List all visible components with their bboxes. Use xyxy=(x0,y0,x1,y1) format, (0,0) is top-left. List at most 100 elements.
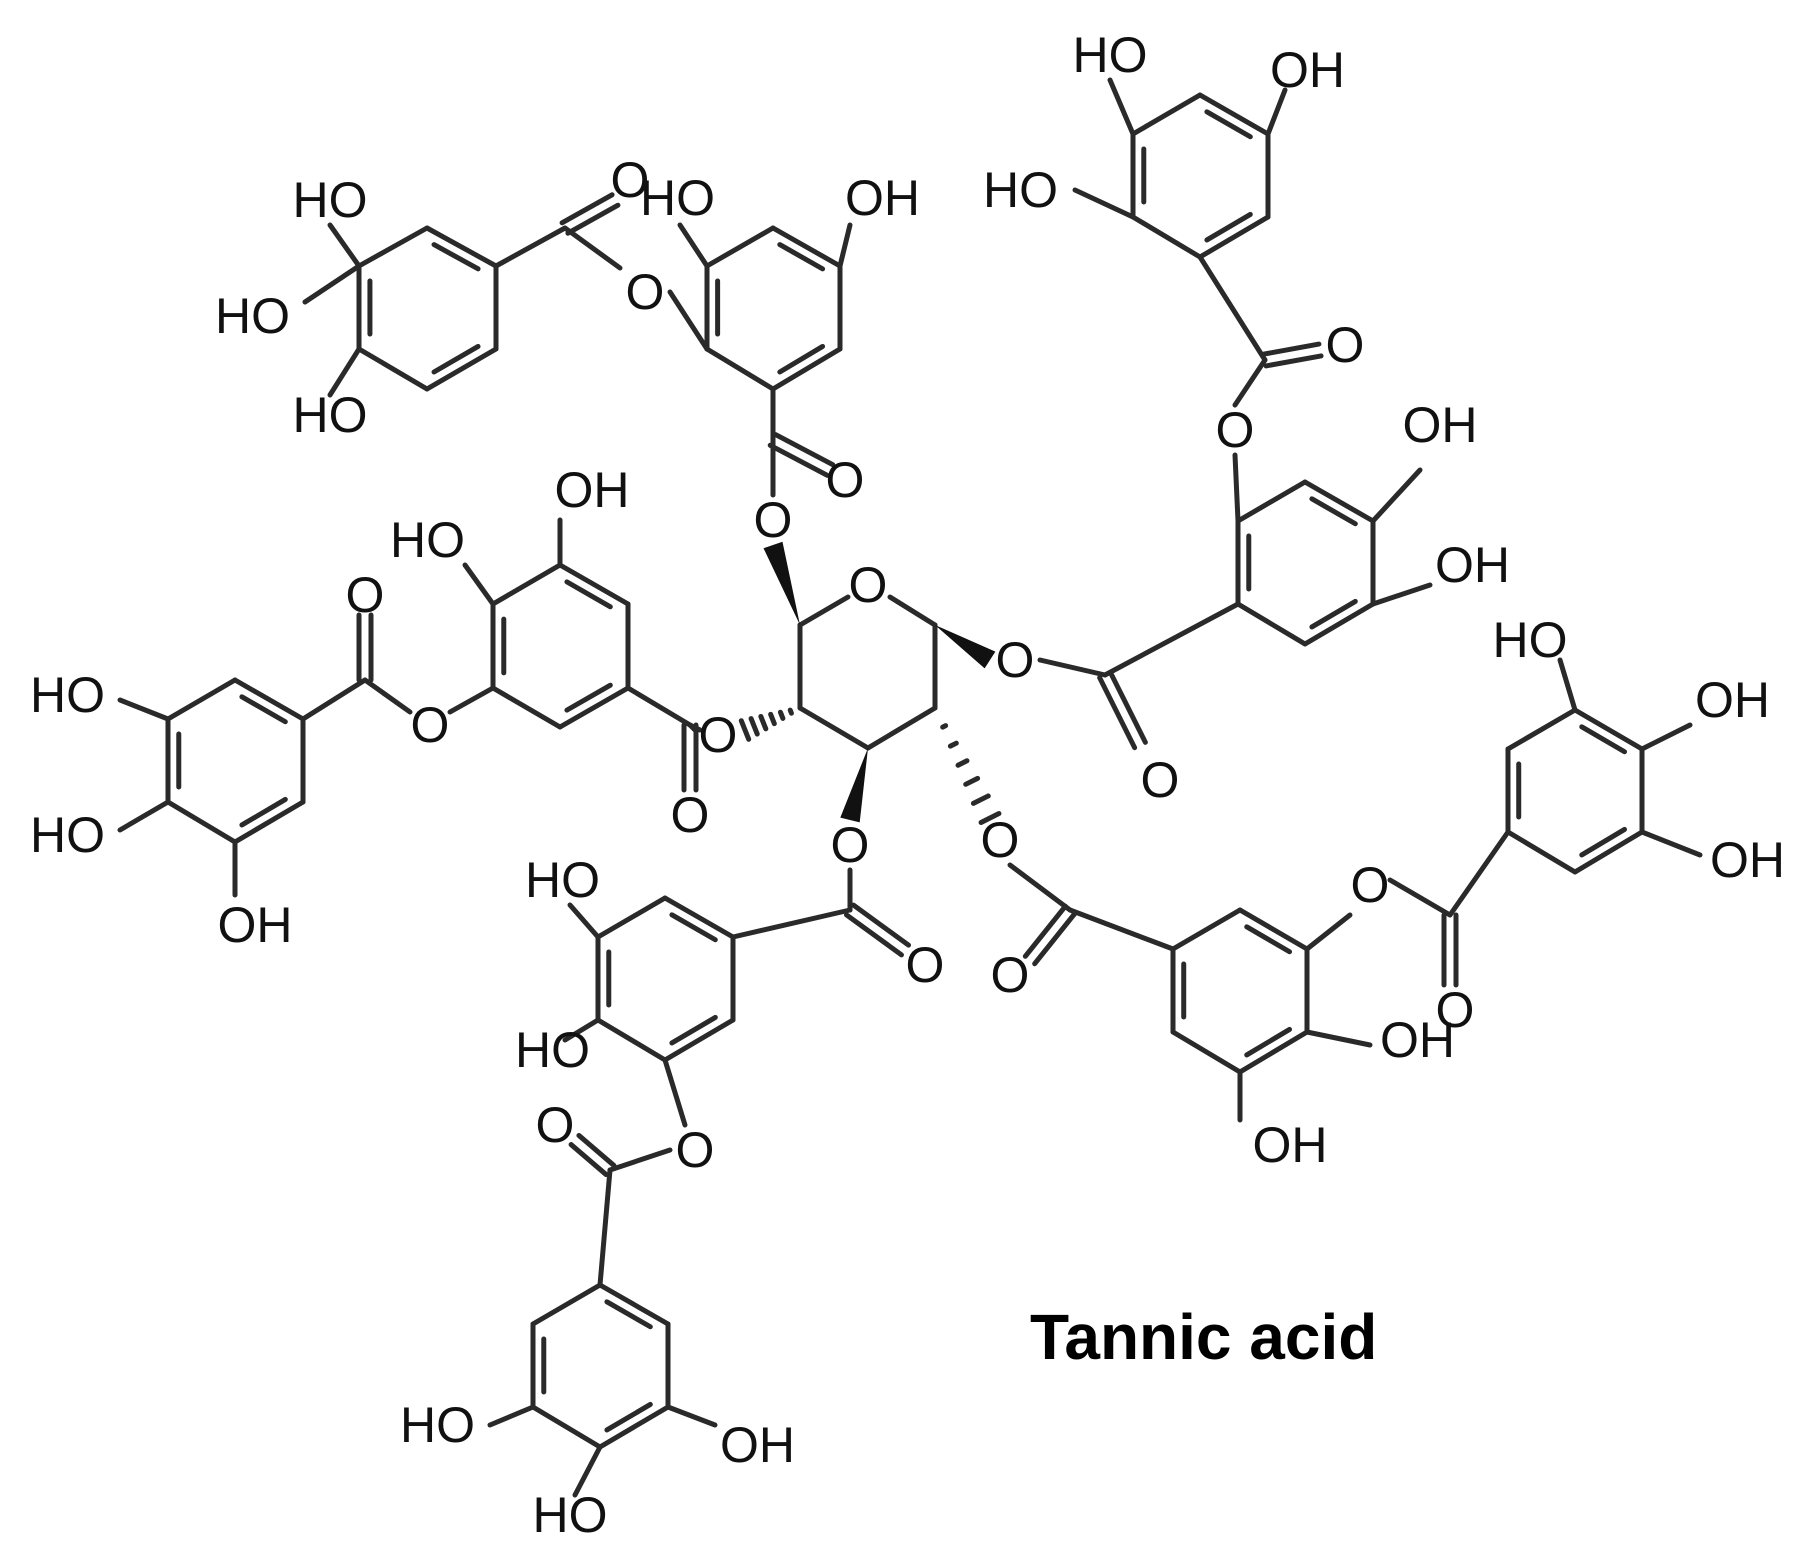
carbonyl-carbon-bond xyxy=(493,225,568,269)
carbonyl-oxygen-label: O xyxy=(1436,982,1475,1038)
carbonyl-carbon-bond xyxy=(625,685,693,728)
ring-h-bond xyxy=(1572,829,1645,875)
oh-bond xyxy=(117,697,171,722)
hashed-bond xyxy=(787,707,794,716)
ester-bond xyxy=(447,685,496,715)
sugar-bond xyxy=(797,594,851,628)
ring-h-inner-bond xyxy=(1579,826,1628,858)
ring-a-bond xyxy=(356,225,430,269)
ring-i-bond xyxy=(1235,479,1308,524)
hydroxyl-label: OH xyxy=(1435,537,1510,593)
hydroxyl-label: HO xyxy=(533,1487,608,1543)
oh-bond xyxy=(462,562,496,607)
hydroxyl-label: HO xyxy=(515,1022,590,1078)
ester-bond xyxy=(1232,357,1268,408)
ring-e-bond xyxy=(595,895,668,940)
carbonyl-carbon-bond xyxy=(730,907,853,940)
ring-g-bond xyxy=(1237,1029,1310,1075)
hydroxyl-label: OH xyxy=(720,1417,795,1473)
ring-j-bond xyxy=(1197,92,1271,137)
oh-bond xyxy=(327,346,362,398)
ester-bond xyxy=(662,1057,688,1128)
ring-f-inner-bond xyxy=(604,1401,653,1433)
oh-bond xyxy=(1107,77,1136,137)
ring-e-bond xyxy=(662,1017,736,1063)
ring-c-bond xyxy=(557,685,631,730)
hydroxyl-label: HO xyxy=(1493,612,1568,668)
hydroxyl-label: HO xyxy=(30,667,105,723)
hydroxyl-label: OH xyxy=(1253,1117,1328,1173)
oh-bond xyxy=(1370,582,1433,607)
carbonyl-oxygen-label: O xyxy=(536,1097,575,1153)
ring-h-bond xyxy=(1505,707,1578,752)
bond-layer xyxy=(117,77,1703,1498)
hydroxyl-label: OH xyxy=(1270,42,1345,98)
double-bond xyxy=(565,202,621,236)
ring-a-inner-bond xyxy=(431,242,481,272)
ester-bond xyxy=(1304,912,1353,952)
hashed-bond xyxy=(777,709,786,721)
carbonyl-oxygen-label: O xyxy=(671,787,710,843)
hashed-bond xyxy=(768,711,777,727)
ring-e-bond xyxy=(595,1017,668,1063)
ring-i-inner-bond xyxy=(1309,598,1358,630)
ester-oxygen-label: O xyxy=(831,817,870,873)
ring-i-bond xyxy=(1302,479,1376,524)
hashed-bond xyxy=(748,716,760,737)
molecule-name: Tannic acid xyxy=(1030,1301,1378,1373)
ring-d-inner-bond xyxy=(239,694,288,725)
double-bond xyxy=(1097,675,1138,751)
ester-bond xyxy=(1387,877,1453,918)
carbonyl-oxygen-label: O xyxy=(826,452,865,508)
ring-c-bond xyxy=(490,685,563,730)
ring-a-bond xyxy=(356,346,430,392)
carbonyl-oxygen-label: O xyxy=(346,567,385,623)
hydroxyl-label: HO xyxy=(983,162,1058,218)
hashed-bond xyxy=(970,793,991,806)
ring-g-inner-bond xyxy=(1244,1026,1293,1058)
ring-i-inner-bond xyxy=(1309,496,1358,527)
hashed-bond xyxy=(738,718,752,742)
ring-i-bond xyxy=(1235,601,1308,647)
ring-a-inner-bond xyxy=(431,343,481,375)
ring-e-inner-bond xyxy=(669,912,718,943)
ester-bond xyxy=(667,289,710,352)
ring-b-bond xyxy=(704,346,776,392)
hydroxyl-label: HO xyxy=(400,1397,475,1453)
hydroxyl-label: HO xyxy=(640,170,715,226)
carbonyl-oxygen-label: O xyxy=(1141,752,1180,808)
hydroxyl-label: OH xyxy=(1380,1012,1455,1068)
double-bond xyxy=(1022,903,1068,959)
ring-a-bond xyxy=(424,225,499,269)
ring-f-inner-bond xyxy=(604,1299,653,1330)
ring-j-inner-bond xyxy=(1204,109,1253,140)
ester-oxygen-label: O xyxy=(626,264,665,320)
carbonyl-carbon-bond xyxy=(1197,254,1268,363)
ring-d-bond xyxy=(232,799,306,845)
oh-bond xyxy=(1557,657,1578,713)
oh-bond xyxy=(1265,87,1288,137)
hydroxyl-label: OH xyxy=(555,462,630,518)
oh-bond xyxy=(1639,829,1703,858)
ring-b-inner-bond xyxy=(777,242,826,272)
double-bond xyxy=(1261,341,1322,357)
oh-bond xyxy=(567,902,601,940)
double-bond xyxy=(1107,669,1148,745)
hashed-bond xyxy=(963,775,981,787)
anomeric-wedge xyxy=(763,541,800,625)
carbonyl-oxygen-label: O xyxy=(991,947,1030,1003)
ring-b-bond xyxy=(770,225,843,269)
hydroxyl-label: HO xyxy=(390,512,465,568)
hydroxyl-label: OH xyxy=(1710,832,1785,888)
ester-bond xyxy=(362,677,413,715)
sugar-bond xyxy=(797,705,871,751)
ring-h-bond xyxy=(1505,829,1578,875)
double-bond xyxy=(851,902,912,948)
stereo-wedge-layer xyxy=(763,541,996,823)
hashed-bond xyxy=(955,758,970,768)
ring-c-bond xyxy=(490,562,563,607)
carbonyl-oxygen-label: O xyxy=(1326,317,1365,373)
ring-c-inner-bond xyxy=(564,579,613,610)
